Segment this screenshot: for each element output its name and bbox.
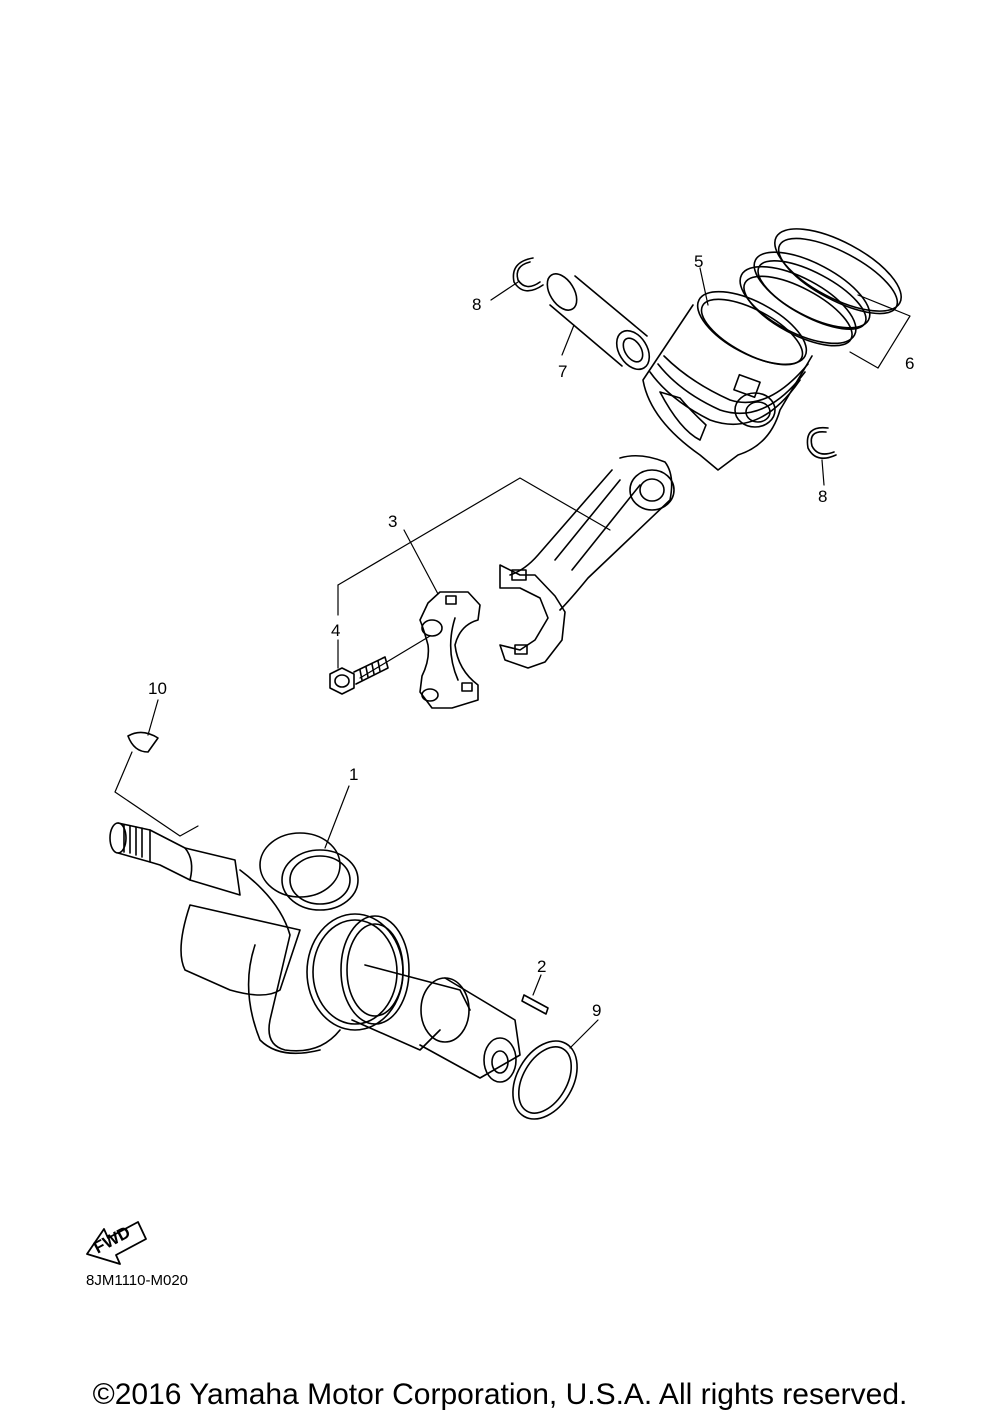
connecting-rod — [500, 456, 674, 668]
connecting-rod-bolt — [330, 657, 388, 694]
piston-rings — [729, 212, 913, 359]
connecting-rod-cap — [420, 592, 480, 708]
o-ring — [500, 1030, 590, 1131]
callout-7: 7 — [558, 362, 567, 381]
piston-pin-clip-upper — [513, 258, 543, 291]
callout-10: 10 — [148, 679, 167, 698]
piston-pin-clip-lower — [807, 428, 836, 459]
callout-5: 5 — [694, 252, 703, 271]
shaft-key — [522, 995, 548, 1014]
piston-pin — [541, 269, 656, 376]
diagram-code: 8JM1110-M020 — [86, 1272, 188, 1289]
callout-9: 9 — [592, 1001, 601, 1020]
fwd-label: FWD — [90, 1222, 133, 1257]
piston — [643, 277, 817, 470]
leader-lines — [114, 267, 911, 1049]
forward-arrow-icon — [87, 1222, 146, 1264]
callout-4: 4 — [331, 621, 340, 640]
callout-1: 1 — [349, 765, 358, 784]
copyright-notice: ©2016 Yamaha Motor Corporation, U.S.A. A… — [92, 1378, 908, 1411]
callout-8-upper: 8 — [472, 295, 481, 314]
crankshaft — [110, 823, 520, 1082]
callout-3: 3 — [388, 512, 397, 531]
callout-8-lower: 8 — [818, 487, 827, 506]
woodruff-key — [128, 732, 158, 752]
callout-2: 2 — [537, 957, 546, 976]
callout-6: 6 — [905, 354, 914, 373]
